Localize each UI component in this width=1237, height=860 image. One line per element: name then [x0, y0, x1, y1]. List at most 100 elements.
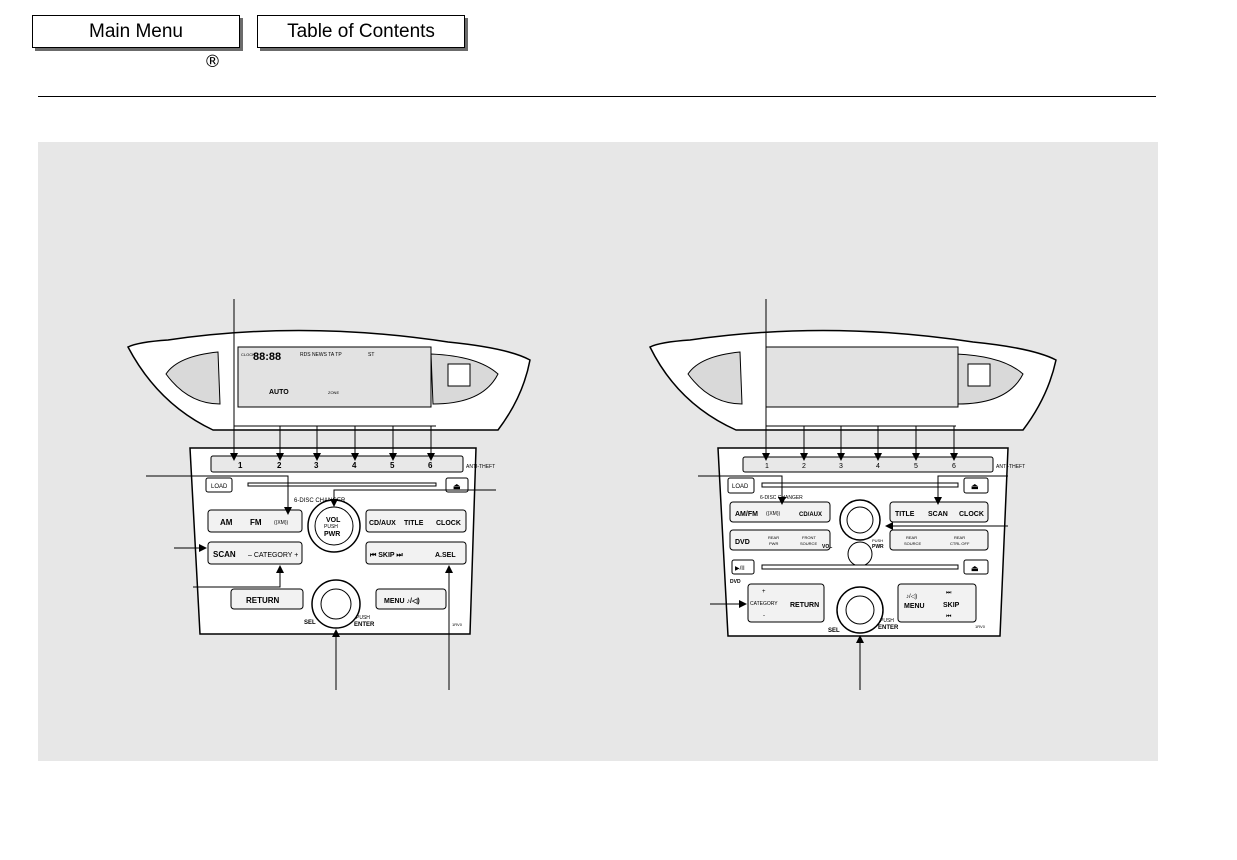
right-clock-button[interactable]: CLOCK: [959, 511, 984, 518]
right-load-label: LOAD: [732, 484, 749, 490]
left-title-button[interactable]: TITLE: [404, 520, 424, 527]
left-load-label: LOAD: [211, 484, 228, 490]
left-a-sel-button[interactable]: A.SEL: [435, 552, 456, 559]
right-disc-marker: [847, 541, 873, 567]
left-push-label: PUSH: [324, 524, 338, 530]
left-am-button[interactable]: AM: [220, 518, 233, 527]
left-clock-button[interactable]: CLOCK: [436, 520, 461, 527]
right-preset-4[interactable]: 4: [876, 463, 880, 470]
main-menu-button[interactable]: Main Menu: [32, 15, 240, 48]
left-anti-theft: ANTI-THEFT: [466, 464, 495, 470]
right-category-plus[interactable]: +: [762, 589, 766, 595]
left-preset-6[interactable]: 6: [428, 461, 433, 470]
right-category-minus[interactable]: -: [763, 613, 765, 619]
right-menu-skip-group: [897, 583, 977, 623]
right-rear-source-1[interactable]: REAR: [906, 535, 917, 540]
right-rear-group: [889, 529, 989, 551]
left-hazard-square: [447, 363, 471, 387]
left-eject-icon: ⏏: [453, 482, 461, 491]
right-menu-button[interactable]: MENU: [904, 603, 925, 610]
left-callouts: [146, 299, 496, 690]
left-vol-label: VOL: [326, 517, 341, 524]
right-anti-theft: ANTI-THEFT: [996, 464, 1025, 470]
right-model-code: 1RV0: [975, 624, 986, 629]
right-xm-button[interactable]: ((XM)): [766, 511, 780, 517]
right-load-button[interactable]: [727, 477, 755, 494]
left-display: [237, 346, 432, 408]
right-rear-ctrl-2[interactable]: CTRL OFF: [950, 541, 970, 546]
left-sel-label: SEL: [304, 620, 316, 626]
left-scan-group: [207, 541, 303, 565]
left-skip-group: [365, 541, 467, 565]
right-front-source-2[interactable]: SOURCE: [800, 541, 817, 546]
right-preset-1[interactable]: 1: [765, 463, 769, 470]
right-display: [765, 346, 959, 408]
right-eject-button[interactable]: [963, 477, 989, 494]
left-return-button[interactable]: [230, 588, 304, 610]
left-scan-button[interactable]: SCAN: [213, 550, 236, 559]
left-menu-button[interactable]: [375, 588, 447, 610]
right-dvd-slot: [761, 564, 959, 570]
left-return-label: RETURN: [246, 596, 280, 605]
right-dvd-button[interactable]: DVD: [735, 539, 750, 546]
left-xm-button[interactable]: ((XM)): [274, 520, 288, 526]
right-title-button[interactable]: TITLE: [895, 511, 915, 518]
right-dvd-eject-icon: ⏏: [971, 564, 979, 573]
left-source-group: [365, 509, 467, 533]
left-pwr-label: PWR: [324, 531, 340, 538]
left-display-digits: 88:88: [253, 351, 281, 363]
right-category-group: [747, 583, 825, 623]
right-play-pause-button[interactable]: [731, 559, 755, 575]
left-preset-5[interactable]: 5: [390, 461, 395, 470]
left-display-clock: CLOCK: [241, 352, 255, 357]
left-category-button[interactable]: – CATEGORY +: [248, 552, 298, 559]
right-menu-icon: ♪/◁): [906, 594, 917, 600]
right-rear-pwr-1[interactable]: REAR: [768, 535, 779, 540]
right-am-fm-button[interactable]: AM/FM: [735, 511, 758, 518]
right-front-source-1[interactable]: FRONT: [802, 535, 816, 540]
right-sel-label: SEL: [828, 628, 840, 634]
right-play-pause-label: ▶/II: [735, 566, 745, 572]
table-of-contents-button[interactable]: Table of Contents: [257, 15, 465, 48]
right-audio-unit: 1 2 3 4 5 6 ANTI-THEFT LOAD ⏏ 6-DISC CHA…: [648, 299, 1057, 690]
right-preset-6[interactable]: 6: [952, 463, 956, 470]
right-rear-ctrl-1[interactable]: REAR: [954, 535, 965, 540]
registered-mark: ®: [204, 52, 221, 72]
left-preset-3[interactable]: 3: [314, 461, 319, 470]
right-cd-aux-button[interactable]: CD/AUX: [799, 512, 822, 518]
right-skip-next[interactable]: ⏭: [946, 590, 952, 596]
right-push-enter-2: ENTER: [878, 625, 899, 631]
right-rear-source-2[interactable]: SOURCE: [904, 541, 921, 546]
left-preset-bar: [210, 455, 464, 473]
right-skip-prev[interactable]: ⏮: [946, 614, 952, 620]
header-divider: [38, 96, 1156, 97]
right-return-button[interactable]: RETURN: [790, 602, 819, 609]
right-eject-icon: ⏏: [971, 482, 979, 491]
right-callouts: [698, 299, 1008, 690]
left-load-button[interactable]: [205, 477, 233, 493]
left-band-group: [207, 509, 303, 533]
left-fm-button[interactable]: FM: [250, 518, 262, 527]
right-push-pwr-2: PWR: [872, 544, 884, 550]
left-display-auto: AUTO: [269, 389, 289, 396]
left-cd-aux-button[interactable]: CD/AUX: [369, 520, 396, 527]
right-preset-2[interactable]: 2: [802, 463, 806, 470]
right-dvd-logo: DVD: [730, 579, 741, 585]
right-scan-button[interactable]: SCAN: [928, 511, 948, 518]
right-dvd-eject-button[interactable]: [963, 559, 989, 575]
left-preset-4[interactable]: 4: [352, 461, 357, 470]
left-eject-button[interactable]: [445, 477, 469, 493]
right-preset-3[interactable]: 3: [839, 463, 843, 470]
right-push-enter-1: PUSH: [880, 618, 894, 624]
left-preset-1[interactable]: 1: [238, 461, 243, 470]
left-display-indicators: RDS NEWS TA TP: [300, 352, 342, 358]
right-rear-pwr-2[interactable]: PWR: [769, 541, 778, 546]
left-preset-2[interactable]: 2: [277, 461, 282, 470]
right-hazard-square: [967, 363, 991, 387]
left-skip-button[interactable]: ⏮ SKIP ⏭: [370, 552, 403, 559]
audio-system-illustration: CLOCK 88:88 RDS NEWS TA TP ST AUTO ZONE …: [126, 299, 1057, 690]
left-audio-unit: CLOCK 88:88 RDS NEWS TA TP ST AUTO ZONE …: [126, 299, 531, 690]
right-preset-5[interactable]: 5: [914, 463, 918, 470]
right-dvd-group: [729, 529, 831, 551]
right-vent-left: [687, 351, 743, 405]
